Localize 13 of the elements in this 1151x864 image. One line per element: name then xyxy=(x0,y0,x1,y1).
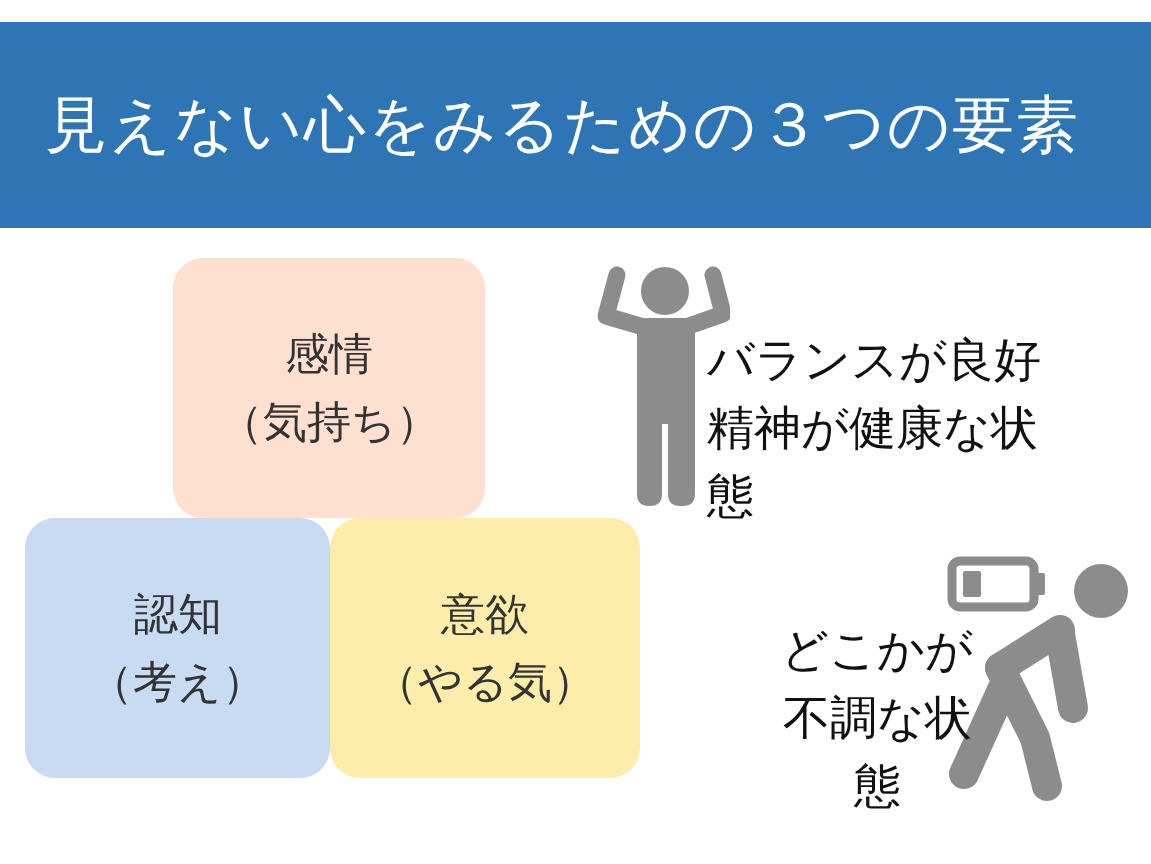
gloss-text: （気持ち） xyxy=(218,395,440,449)
title-text: 見えない心をみるための３つの要素 xyxy=(45,87,1080,163)
emotion-box xyxy=(173,258,485,518)
term-text: 感情 xyxy=(285,327,373,381)
gloss-text: （やる気） xyxy=(374,655,596,709)
caption-text: バランスが良好 xyxy=(707,331,1042,389)
term-text: 認知 xyxy=(133,587,222,641)
gloss-text: （考え） xyxy=(89,655,266,709)
caption-text: 精神が健康な状態 xyxy=(707,399,1039,525)
motivation-box xyxy=(330,518,640,778)
cognition-box xyxy=(25,518,330,778)
caption-text: どこかが不調な状態 xyxy=(780,621,974,815)
term-text: 意欲 xyxy=(441,587,529,641)
